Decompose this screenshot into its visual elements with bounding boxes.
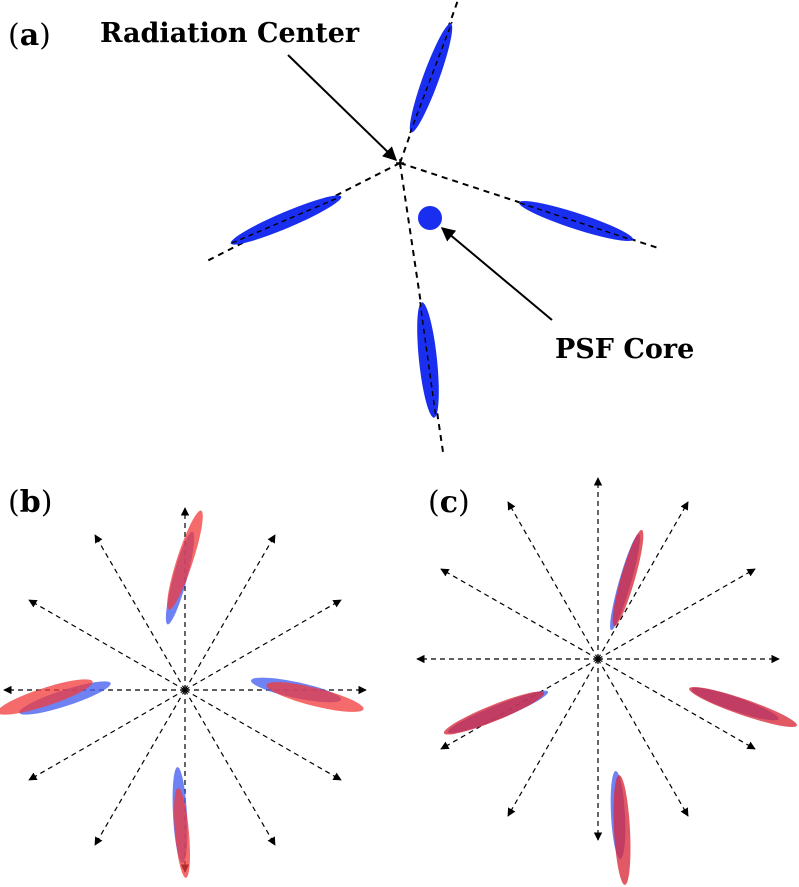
b-red-top	[167, 510, 203, 610]
panel-c-label: (c)	[428, 485, 470, 520]
panel-a-label: (a)	[8, 18, 51, 53]
radiation-center-label: Radiation Center	[100, 18, 360, 49]
panel-b-red-ellipses	[0, 510, 364, 878]
panel-a: (a) Radiatio	[8, 0, 694, 453]
c-red-right	[689, 686, 797, 728]
c-red-top	[612, 529, 644, 627]
panel-c-radial-arrows	[416, 477, 780, 841]
c-red-left	[443, 691, 545, 735]
panel-c: (c)	[416, 477, 797, 885]
radiation-center-arrow	[287, 54, 398, 161]
b-red-right	[266, 682, 364, 712]
psf-core-label: PSF Core	[555, 334, 694, 365]
b-red-bottom	[173, 788, 191, 878]
panel-c-red-ellipses	[443, 529, 797, 885]
panel-b-center-cross	[181, 686, 189, 694]
radiation-center-marker	[396, 159, 404, 167]
panel-b: (b)	[0, 485, 367, 878]
inner-dash-bottom	[419, 301, 437, 419]
panel-c-center-cross	[594, 655, 602, 663]
c-red-bottom	[613, 775, 631, 885]
psf-core-dot	[418, 206, 442, 230]
panel-a-inner-dashes	[231, 21, 633, 419]
radial-line-left	[204, 162, 401, 263]
inner-dash-right	[519, 202, 633, 241]
panel-b-label: (b)	[8, 485, 52, 520]
b-red-left	[0, 679, 93, 715]
inner-dash-left	[231, 196, 341, 244]
panel-b-radial-arrows	[3, 507, 367, 873]
inner-dash-top	[409, 21, 453, 134]
psf-core-arrow	[440, 227, 553, 321]
